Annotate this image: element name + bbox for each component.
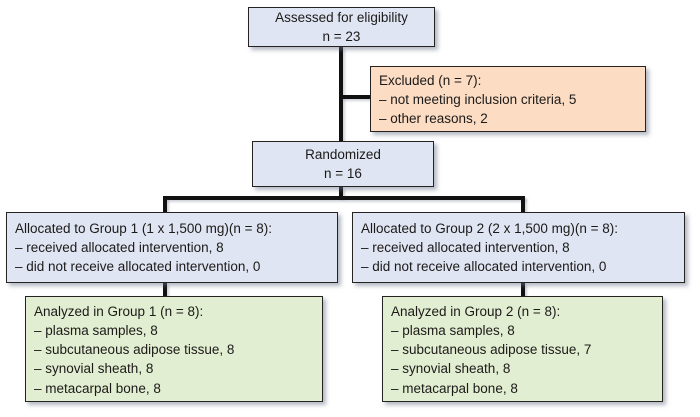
assessed-count: n = 23 [322, 29, 361, 44]
randomized-box: Randomized n = 16 [252, 141, 434, 187]
group2-allocation-box: Allocated to Group 2 (2 x 1,500 mg)(n = … [352, 212, 685, 283]
randomized-count: n = 16 [324, 166, 362, 181]
excluded-box: Excluded (n = 7): – not meeting inclusio… [370, 66, 646, 132]
group2-allocation-title: Allocated to Group 2 (2 x 1,500 mg)(n = … [361, 221, 619, 236]
excluded-item: – not meeting inclusion criteria, 5 [379, 92, 577, 108]
group2-analysis-item: – synovial sheath, 8 [391, 361, 511, 377]
connector-group1-to-analysis [163, 283, 167, 296]
assessed-line1: Assessed for eligibility [275, 9, 408, 25]
excluded-item: – other reasons, 2 [379, 111, 488, 127]
group2-analysis-item: – subcutaneous adipose tissue, 7 [391, 342, 592, 358]
connector-assessed-to-randomized [339, 47, 343, 141]
group1-analysis-item: – plasma samples, 8 [34, 323, 158, 339]
connector-branch-to-excluded [341, 95, 370, 99]
group2-allocation-item: – received allocated intervention, 8 [361, 240, 570, 256]
group2-analysis-box: Analyzed in Group 2 (n = 8): – plasma sa… [382, 296, 663, 402]
group2-analysis-item: – plasma samples, 8 [391, 323, 515, 339]
group2-analysis-title: Analyzed in Group 2 (n = 8): [391, 304, 561, 319]
connector-drop-group2 [521, 198, 525, 212]
randomized-line1: Randomized [305, 146, 381, 162]
group2-allocation-item: – did not receive allocated intervention… [361, 259, 607, 275]
group1-allocation-title: Allocated to Group 1 (1 x 1,500 mg)(n = … [15, 221, 273, 236]
excluded-title: Excluded (n = 7): [379, 73, 482, 88]
group1-allocation-item: – did not receive allocated intervention… [15, 259, 261, 275]
connector-randomized-down [339, 187, 343, 198]
group2-analysis-item: – metacarpal bone, 8 [391, 380, 518, 396]
group1-allocation-item: – received allocated intervention, 8 [15, 240, 224, 256]
group1-allocation-box: Allocated to Group 1 (1 x 1,500 mg)(n = … [6, 212, 338, 283]
connector-group2-to-analysis [521, 283, 525, 296]
assessed-box: Assessed for eligibility n = 23 [248, 7, 435, 47]
group1-analysis-item: – synovial sheath, 8 [34, 361, 154, 377]
connector-drop-group1 [163, 198, 167, 212]
group1-analysis-item: – subcutaneous adipose tissue, 8 [34, 342, 235, 358]
connector-split-bar [163, 196, 525, 200]
group1-analysis-item: – metacarpal bone, 8 [34, 380, 161, 396]
group1-analysis-box: Analyzed in Group 1 (n = 8): – plasma sa… [25, 296, 323, 402]
group1-analysis-title: Analyzed in Group 1 (n = 8): [34, 304, 204, 319]
